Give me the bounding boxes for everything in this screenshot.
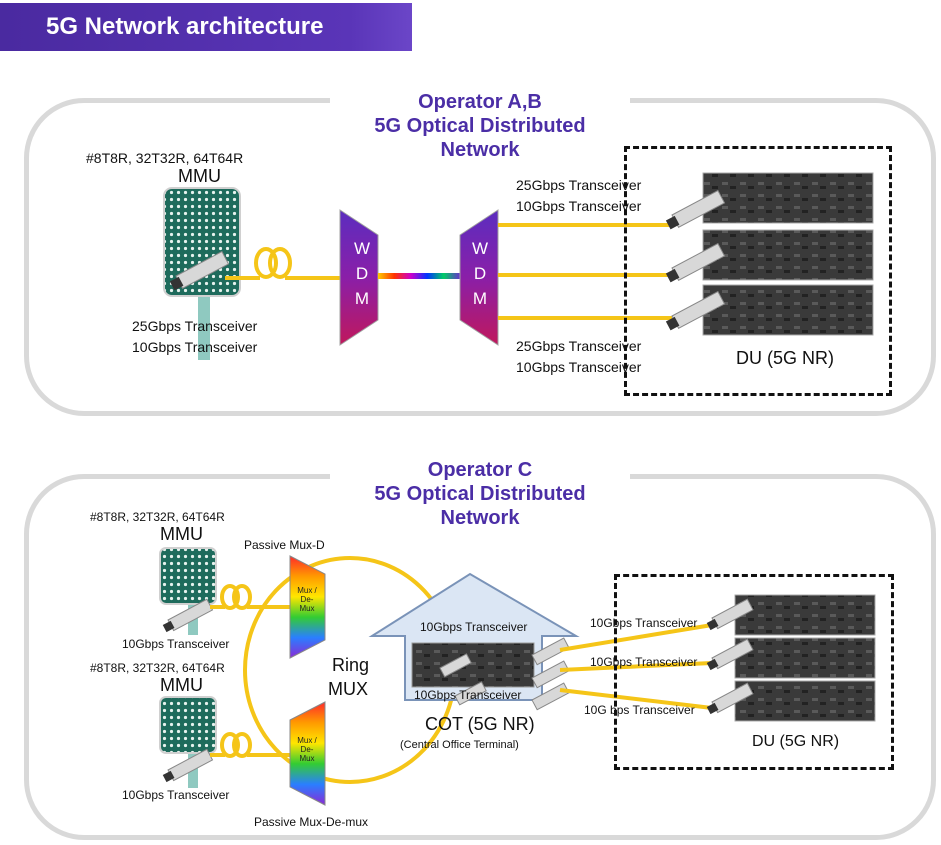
mmu2-label-c: MMU	[160, 675, 203, 695]
du-bottom-transceiver-10g: 10Gbps Transceiver	[516, 359, 642, 375]
operator-ab-title-line1: Operator A,B	[418, 91, 542, 113]
cot-bottom-transceiver: 10Gbps Transceiver	[414, 688, 522, 702]
passive-mux-bottom	[289, 701, 326, 806]
transceiver-mmu-a	[169, 250, 230, 291]
mmu2-transceiver-c: 10Gbps Transceiver	[122, 788, 230, 802]
mmu-config-a: #8T8R, 32T32R, 64T64R	[86, 150, 244, 166]
cot-top-transceiver: 10Gbps Transceiver	[420, 620, 528, 634]
operator-c-title-line3: Network	[440, 507, 520, 529]
cot-house	[368, 572, 580, 701]
wdm-left-letters: W D M	[352, 236, 372, 311]
operator-c-title-line2: 5G Optical Distributed	[374, 483, 586, 505]
mmu-antenna-a	[163, 187, 241, 360]
cot-sublabel: (Central Office Terminal)	[400, 739, 519, 751]
mmu2-config-c: #8T8R, 32T32R, 64T64R	[90, 661, 225, 675]
mux-bottom-text: Mux / De- Mux	[297, 736, 317, 763]
du-box-a	[624, 146, 892, 396]
transceiver-mmu-c2	[162, 748, 214, 783]
page-title: 5G Network architecture	[0, 3, 412, 51]
transceiver-mmu-c1	[162, 598, 214, 633]
fiber-mmu1-c	[210, 584, 292, 610]
mux-top-text: Mux / De- Mux	[297, 586, 317, 613]
du-box-c	[614, 574, 894, 770]
mmu-transceiver-a-25g: 25Gbps Transceiver	[132, 318, 258, 334]
du-top-transceiver-10g: 10Gbps Transceiver	[516, 198, 642, 214]
du-transceiver-a2	[665, 242, 726, 283]
wdm-left-letter-w: W	[353, 239, 371, 258]
du-transceiver-c1	[706, 598, 754, 631]
wdm-left-letter-d: D	[355, 264, 369, 283]
passive-mux-top-label: Passive Mux-D	[244, 538, 325, 552]
mmu-label-a: MMU	[178, 166, 221, 186]
fiber-mmu2-c	[210, 732, 292, 758]
mmu1-transceiver-c: 10Gbps Transceiver	[122, 637, 230, 651]
du-transceiver-c2	[706, 638, 754, 671]
operator-ab-title: Operator A,B 5G Optical Distributed Netw…	[330, 90, 630, 162]
du-transceiver-a1	[665, 189, 726, 230]
du-c-transceiver-2: 10Gbps Transceiver	[590, 655, 698, 669]
cot-label: COT (5G NR)	[425, 714, 535, 734]
du-transceiver-c3	[706, 682, 754, 715]
cot-transceiver-5	[531, 682, 570, 711]
fiber-mmu-to-wdm-a	[225, 247, 345, 280]
cot-transceiver-3	[531, 637, 570, 666]
wdm-right-letter-d: D	[473, 264, 487, 283]
wdm-left-letter-m: M	[354, 289, 370, 308]
fiber-wdm-to-du-a	[498, 223, 672, 320]
wdm-right-letter-m: M	[472, 289, 488, 308]
wdm-right	[459, 209, 499, 346]
operator-c-title: Operator C 5G Optical Distributed Networ…	[330, 458, 630, 530]
cot-transceiver-1	[439, 653, 472, 678]
wdm-left	[339, 209, 379, 346]
du-transceiver-a3	[665, 290, 726, 331]
du-c-transceiver-1: 10Gbps Transceiver	[590, 616, 698, 630]
du-label-a: DU (5G NR)	[736, 348, 834, 368]
mmu1-label-c: MMU	[160, 524, 203, 544]
wdm-rainbow-link	[378, 273, 460, 279]
du-racks-c	[734, 594, 876, 722]
du-label-c: DU (5G NR)	[752, 733, 840, 750]
passive-mux-bottom-label: Passive Mux-De-mux	[254, 815, 369, 829]
cot-transceiver-4	[531, 660, 570, 689]
operator-ab-title-line3: Network	[440, 139, 520, 161]
cot-transceiver-2	[454, 681, 487, 706]
wdm-right-letter-w: W	[471, 239, 489, 258]
du-c-transceiver-3: 10G bps Transceiver	[584, 703, 695, 717]
ring-label-2: MUX	[328, 679, 368, 699]
fiber-cot-to-du-c	[559, 623, 713, 710]
operator-c-title-line1: Operator C	[427, 459, 533, 481]
mmu1-config-c: #8T8R, 32T32R, 64T64R	[90, 510, 225, 524]
wdm-right-letters: W D M	[470, 236, 490, 311]
passive-mux-top	[289, 555, 326, 659]
du-bottom-transceiver-25g: 25Gbps Transceiver	[516, 338, 642, 354]
operator-ab-title-line2: 5G Optical Distributed	[374, 115, 586, 137]
du-top-transceiver-25g: 25Gbps Transceiver	[516, 177, 642, 193]
ring-label-1: Ring	[332, 655, 370, 675]
mmu-transceiver-a-10g: 10Gbps Transceiver	[132, 339, 258, 355]
